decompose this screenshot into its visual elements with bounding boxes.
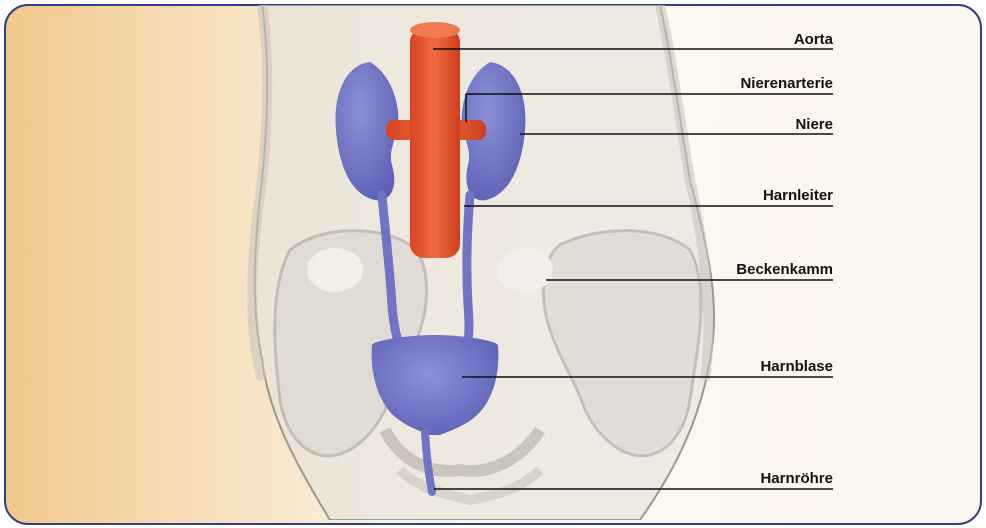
label-harnblase: Harnblase (760, 358, 833, 375)
label-harnroehre: Harnröhre (760, 470, 833, 487)
label-aorta: Aorta (794, 31, 833, 48)
label-nierenarterie: Nierenarterie (740, 75, 833, 92)
label-harnleiter: Harnleiter (763, 187, 833, 204)
label-niere: Niere (795, 116, 833, 133)
label-beckenkamm: Beckenkamm (736, 261, 833, 278)
